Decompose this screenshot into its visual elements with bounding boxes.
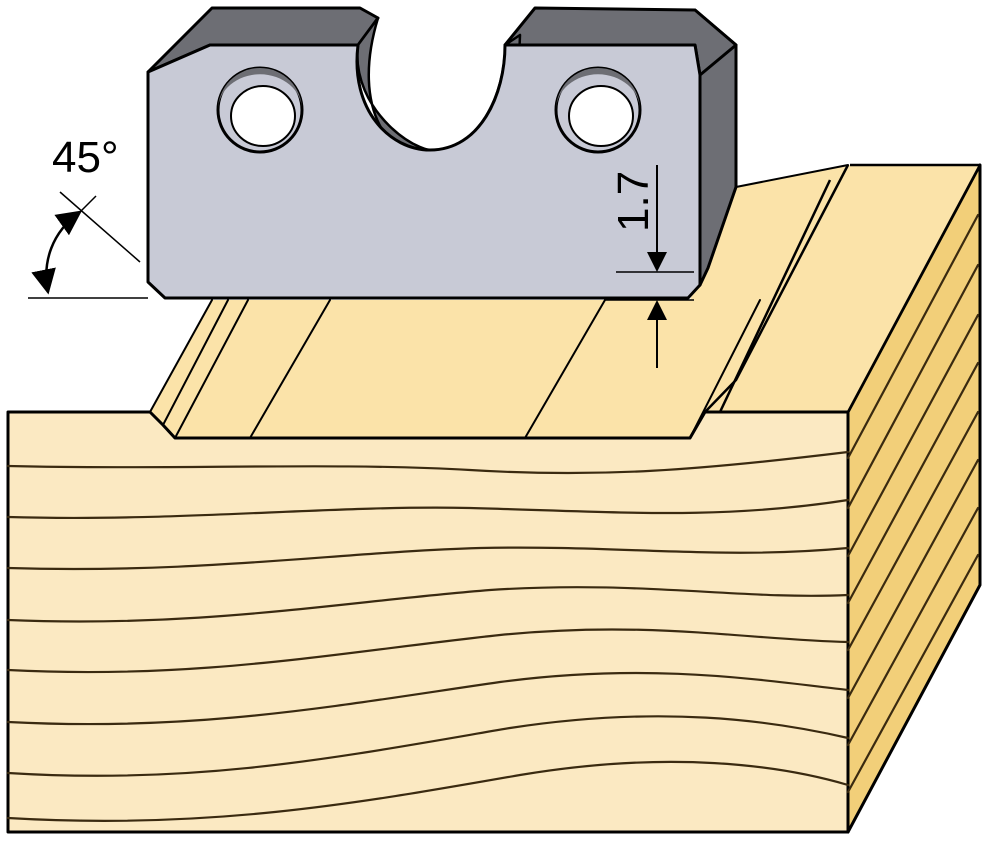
wood-block-top bbox=[8, 165, 980, 438]
angle-dimension: 45° bbox=[28, 133, 148, 299]
wood-block-front bbox=[6, 410, 850, 834]
molding-knife-icon bbox=[146, 6, 738, 300]
knife-hole-right bbox=[554, 66, 642, 154]
wood-grain-front bbox=[6, 450, 850, 823]
angle-slant-line bbox=[59, 191, 141, 263]
depth-label: 1.7 bbox=[609, 171, 658, 232]
wood-top-grooves bbox=[149, 164, 849, 439]
depth-dimension: 1.7 bbox=[605, 165, 694, 368]
knife-hole-left bbox=[216, 66, 304, 154]
wood-grain-side bbox=[846, 213, 980, 794]
angle-label: 45° bbox=[52, 133, 119, 182]
wood-block-icon bbox=[6, 163, 982, 834]
angle-arc bbox=[31, 210, 83, 295]
